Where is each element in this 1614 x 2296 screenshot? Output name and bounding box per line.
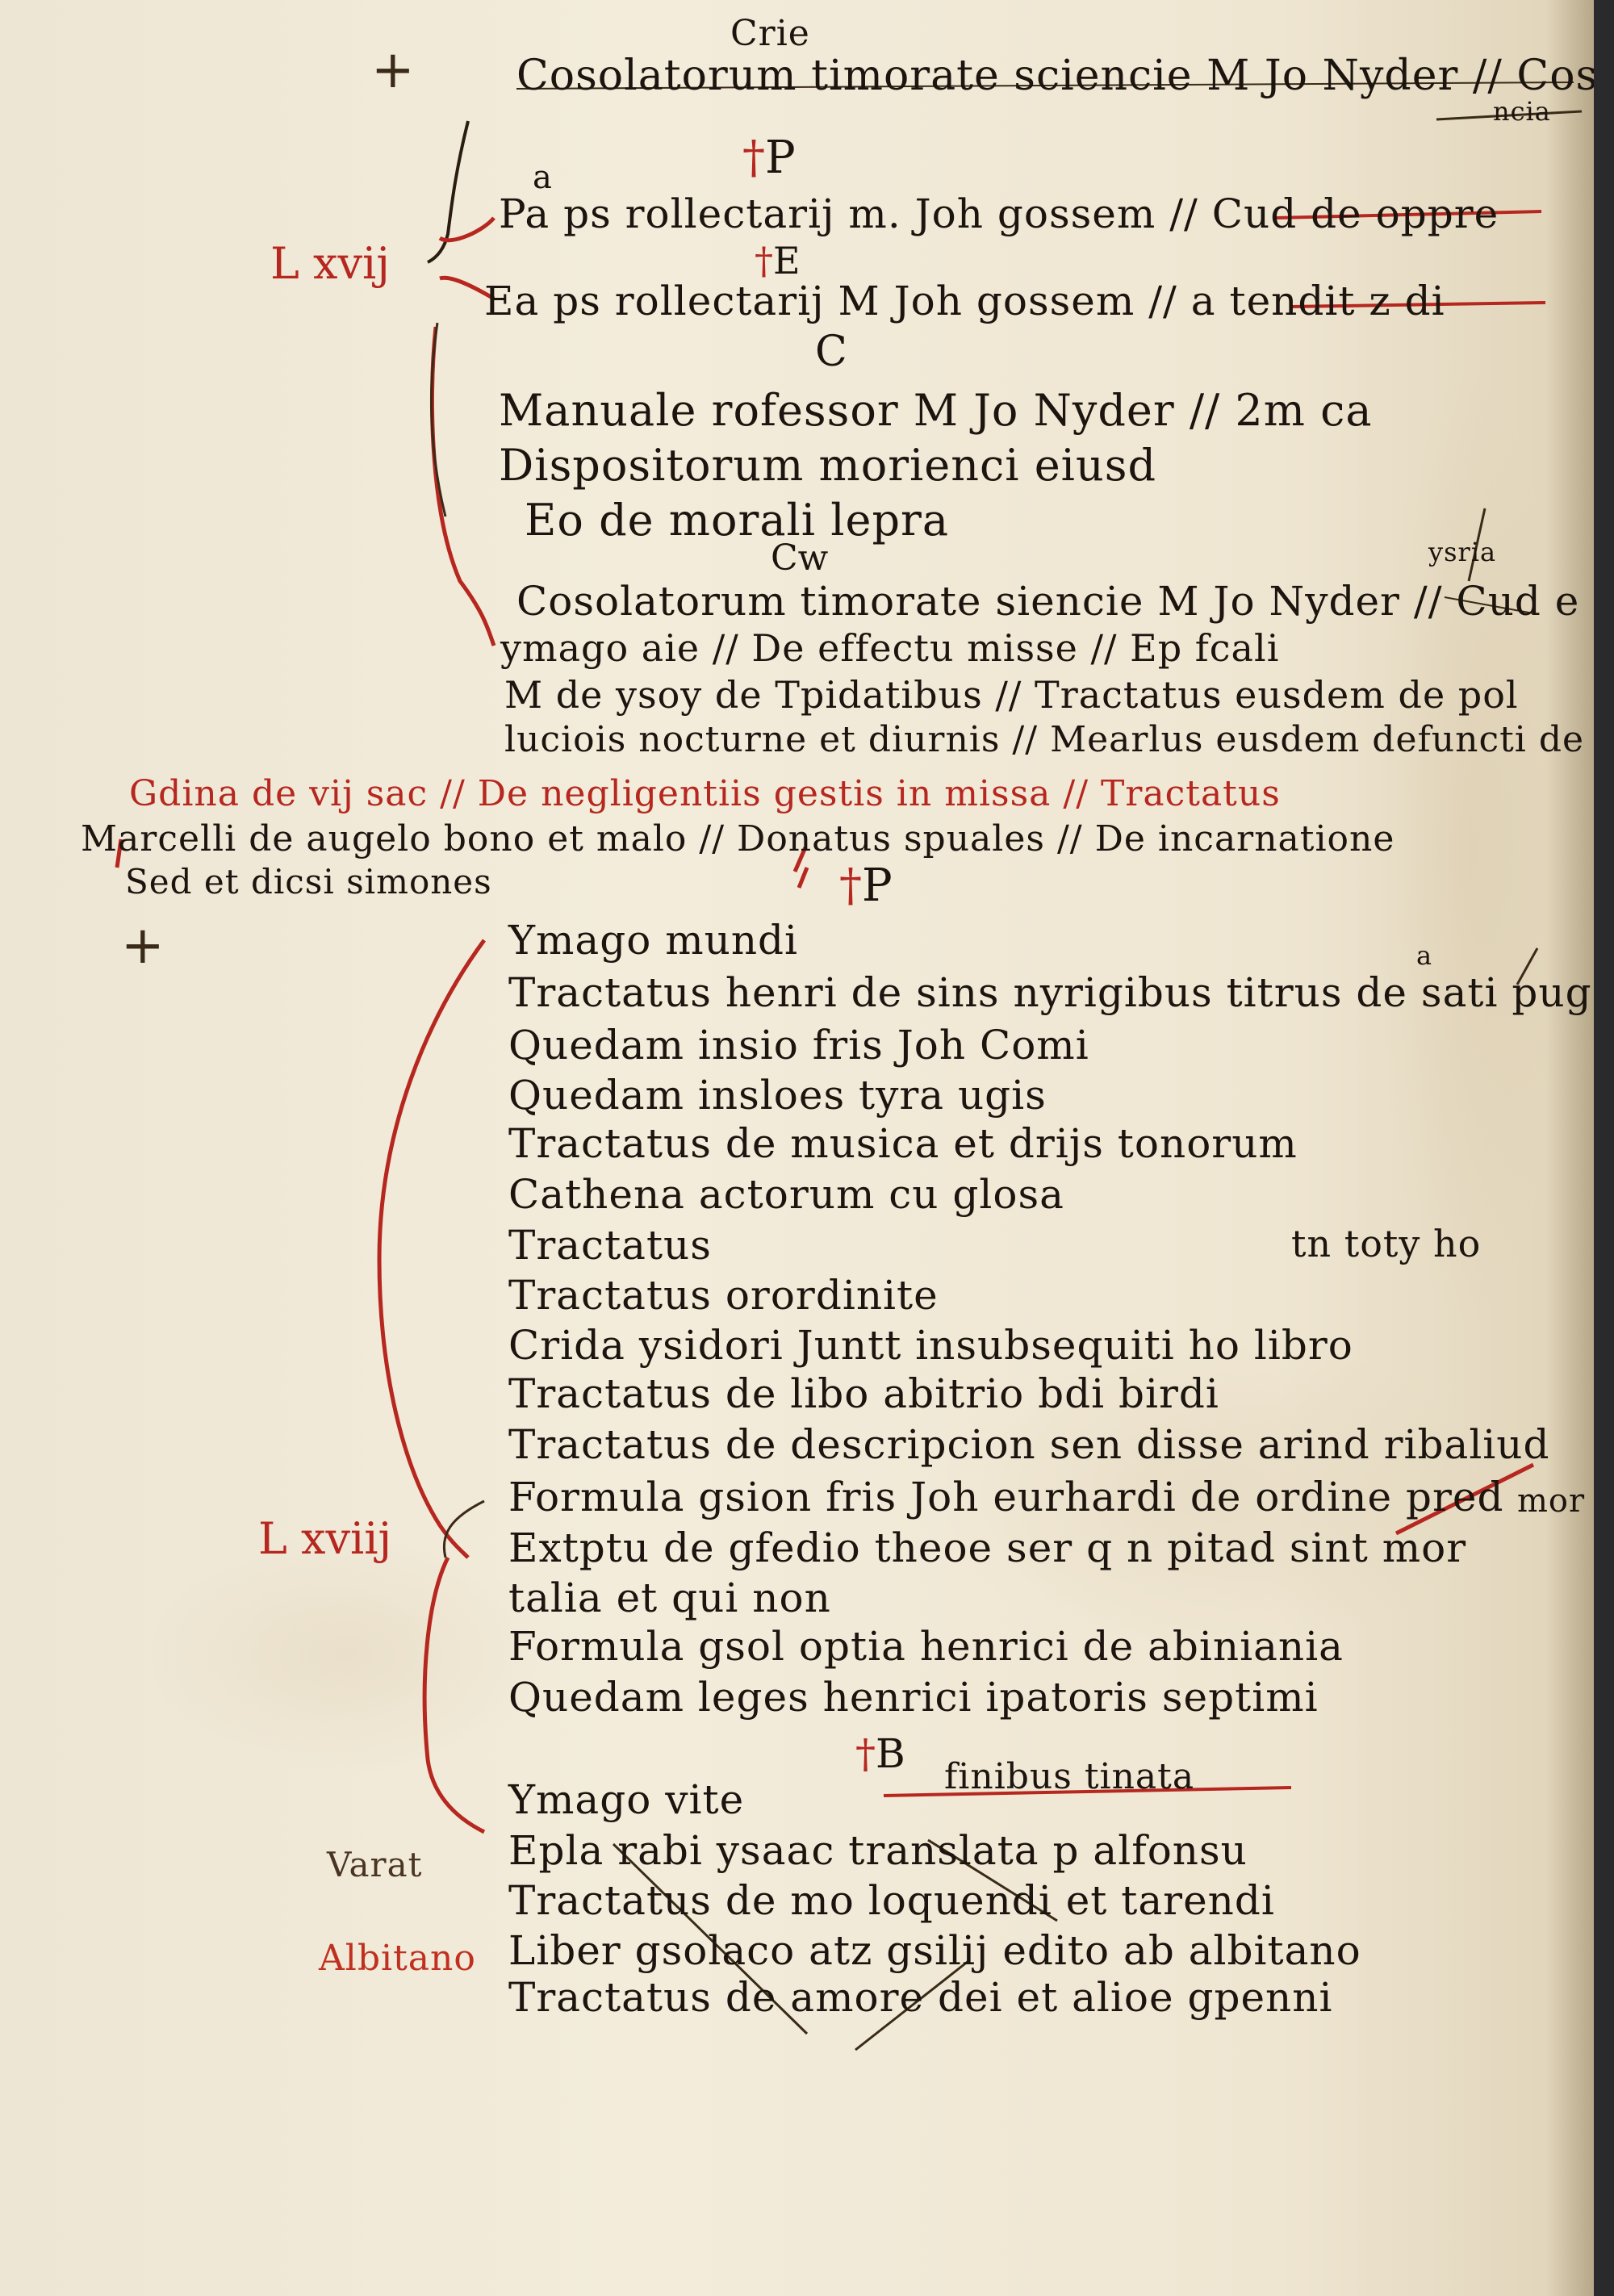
pen-stroke — [1444, 596, 1534, 614]
shelf-mark: L xviij — [258, 1517, 391, 1561]
parchment-stain — [928, 1332, 1493, 1654]
underline — [1436, 110, 1583, 121]
entry-note: mor — [1517, 1483, 1586, 1520]
margin-note: Gdina de vij sac // De negligentiis gest… — [129, 776, 1281, 812]
rubric-initial-c: C — [815, 331, 847, 373]
entry-line: M de ysoy de Tpidatibus // Tractatus eus… — [504, 673, 1519, 717]
entry-line: Ymago mundi — [508, 917, 799, 964]
bracket-stroke — [430, 322, 447, 517]
margin-note: Marcelli de augelo bono et malo // Donat… — [81, 822, 1394, 857]
entry-line: Quedam insloes tyra ugis — [508, 1072, 1047, 1119]
cancel-stroke — [855, 1959, 969, 2051]
red-bracket — [429, 326, 496, 646]
pen-stroke — [1516, 947, 1539, 985]
rubric-initial-e: †​E — [755, 239, 801, 282]
entry-line: Tractatus de descripcion sen disse arind… — [508, 1421, 1550, 1468]
red-mark — [792, 847, 808, 872]
rubric-initial-b: †​B — [855, 1730, 905, 1777]
entry-line: Formula gsol optia henrici de abiniania — [508, 1623, 1344, 1670]
guide-stroke — [516, 82, 1574, 90]
entry-line: Tractatus de musica et drijs tonorum — [508, 1120, 1298, 1167]
margin-word-albitano: Albitano — [319, 1938, 476, 1979]
superscript-mark: a — [1416, 940, 1433, 971]
entry-line: Quedam leges henrici ipatoris septimi — [508, 1674, 1319, 1721]
entry-note: tn toty ho — [1291, 1222, 1482, 1265]
entry-line: Tractatus de amore dei et alioe gpenni — [508, 1974, 1333, 2021]
entry-note: finibus tinata — [944, 1756, 1195, 1797]
entry-line: Cosolatorum timorate siencie M Jo Nyder … — [516, 578, 1580, 625]
entry-line: Crida ysidori Juntt insubsequiti ho libr… — [508, 1322, 1353, 1369]
entry-line: Tractatus henri de sins nyrigibus titrus… — [508, 969, 1594, 1016]
entry-line: Epla rabi ysaac translata p alfonsu — [508, 1827, 1248, 1874]
margin-word-varat: Varat — [327, 1845, 423, 1884]
entry-note: ysria — [1428, 537, 1497, 567]
margin-note-text: Gdina de vij sac // De negligentiis gest… — [129, 773, 1281, 814]
entry-line: Pa ps rollectarij m. Joh gossem // Cud d… — [499, 190, 1499, 237]
entry-line: talia et qui non — [508, 1575, 831, 1621]
entry-line: Extptu de gfedio theoe ser q n pitad sin… — [508, 1524, 1467, 1571]
cancel-stroke — [1394, 1462, 1535, 1536]
shelf-mark-text: L xviij — [258, 1513, 392, 1564]
entry-line: Tractatus de libo abitrio bdi birdi — [508, 1370, 1219, 1417]
red-brace — [438, 216, 495, 243]
heading-note: ncia — [1493, 96, 1551, 127]
rubric-initial-p2: †​P — [839, 859, 893, 912]
rubric-letter: B — [876, 1730, 905, 1777]
page-edge-shadow — [1545, 0, 1594, 2296]
cancel-stroke — [612, 1842, 809, 2035]
entry-line: Quedam insio fris Joh Comi — [508, 1022, 1089, 1069]
rubric-underline — [1274, 210, 1542, 220]
bracket-stroke — [442, 1499, 485, 1558]
entry-line: Formula gsion fris Joh eurhardi de ordin… — [508, 1474, 1504, 1520]
rubric-letter: E — [773, 239, 801, 282]
red-bracket — [377, 939, 487, 1559]
margin-note: Sed et dicsi simones — [125, 862, 492, 901]
entry-line: Liber gsolaco atz gsilij edito ab albita… — [508, 1927, 1361, 1974]
red-mark — [115, 839, 123, 868]
cancel-stroke — [927, 1838, 1058, 1922]
margin-cross-mark: + — [121, 916, 165, 976]
entry-line: luciois nocturne et diurnis // Mearlus e… — [504, 719, 1594, 760]
red-brace — [439, 275, 495, 301]
entry-line: Tractatus — [508, 1222, 712, 1269]
entry-line: Manuale rofessor M Jo Nyder // 2m ca — [499, 385, 1373, 436]
top-cross-mark: + — [371, 40, 415, 100]
entry-line: Tractatus de mo loquendi et tarendi — [508, 1877, 1275, 1924]
entry-line: Cathena actorum cu glosa — [508, 1171, 1064, 1218]
superscript-a: a — [533, 159, 553, 196]
shelf-mark: L xvij — [270, 242, 390, 286]
rubric-initial-cw: Cw — [771, 541, 828, 576]
pen-stroke — [1467, 508, 1486, 582]
red-mark — [797, 867, 809, 889]
parchment-stain — [145, 1533, 549, 1775]
red-bracket — [422, 1556, 486, 1834]
entry-line: Tractatus orordinite — [508, 1272, 939, 1319]
entry-line: Dispositorum morienci eiusd — [499, 440, 1157, 491]
entry-line: ymago aie // De effectu misse // Ep fcal… — [500, 626, 1280, 670]
rubric-letter: P — [765, 132, 796, 184]
margin-note-text: Marcelli de augelo bono et malo // Donat… — [81, 818, 1395, 859]
shelf-mark-text: L xvij — [270, 238, 390, 289]
rubric-letter: P — [862, 859, 893, 912]
rubric-letter: C — [815, 328, 847, 376]
entry-line: Ea ps rollectarij M Joh gossem // a tend… — [484, 278, 1445, 324]
bracket-stroke — [427, 120, 470, 264]
rubric-underline — [883, 1786, 1292, 1797]
rubric-initial-p: †​P — [742, 132, 796, 184]
rubric-letter: Cw — [771, 537, 829, 579]
rubric-underline — [1290, 301, 1546, 308]
parchment-stain — [1372, 363, 1566, 1332]
entry-line: Eo de morali lepra — [525, 495, 950, 546]
entry-line: Ymago vite — [508, 1776, 745, 1823]
header-word: Crie — [730, 13, 810, 54]
heading-line: Cosolatorum timorate sciencie M Jo Nyder… — [516, 52, 1594, 100]
